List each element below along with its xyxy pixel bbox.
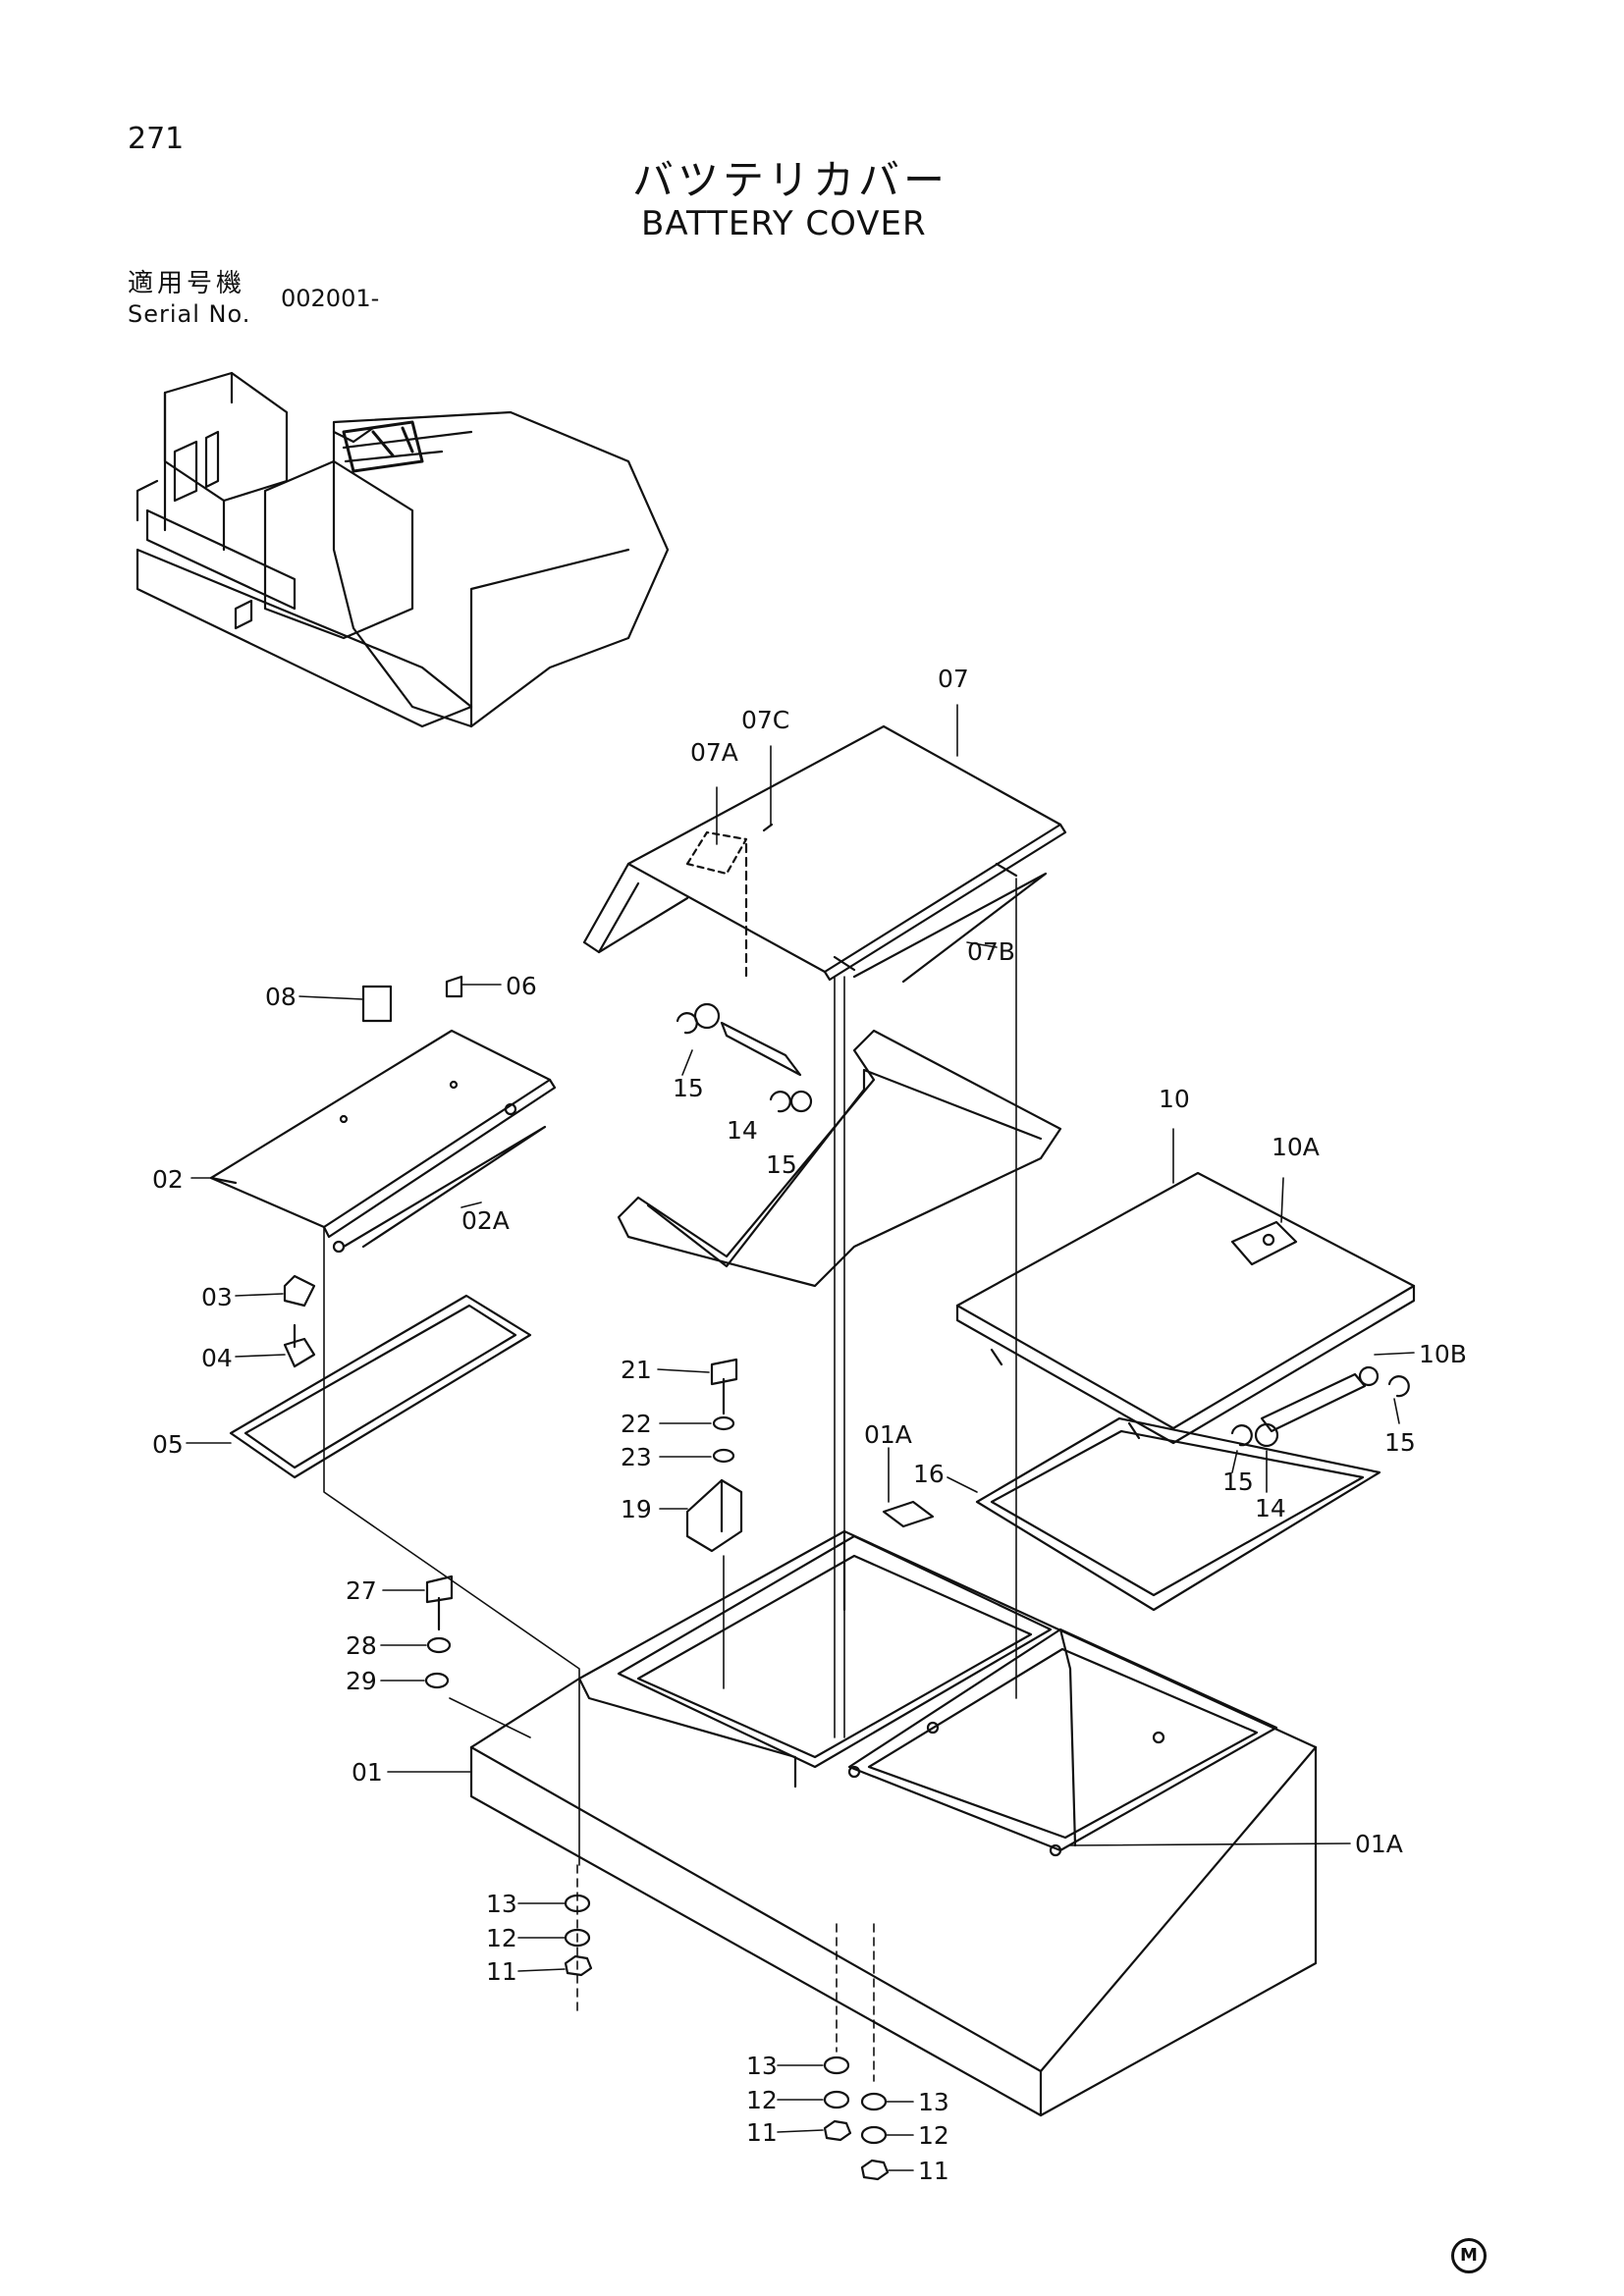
callout-11-c: 11: [918, 2157, 949, 2185]
callout-11-a: 11: [486, 1957, 517, 1986]
top-cover-07: [582, 724, 1067, 984]
callout-text: 07 07C 07A 07B 08 06 15 14 15 02 02A 10 …: [152, 665, 1467, 2185]
nut-washer-group-bottom: [823, 2056, 890, 2181]
callout-10B: 10B: [1419, 1340, 1467, 1368]
serial-label-english: Serial No.: [128, 300, 251, 328]
page-number: 271: [128, 122, 185, 156]
callout-15-right: 15: [1384, 1428, 1416, 1457]
callout-labels: [186, 704, 1415, 2171]
callout-29: 29: [346, 1667, 377, 1695]
callout-10: 10: [1159, 1085, 1190, 1113]
serial-label-japanese: 適用号機: [128, 269, 246, 298]
callout-28: 28: [346, 1631, 377, 1660]
callout-05: 05: [152, 1430, 184, 1459]
bracket-19-and-bolts: [685, 1358, 743, 1553]
bolt-and-washers-27-29: [424, 1575, 454, 1689]
maker-mark-logo: M: [1451, 2238, 1487, 2273]
callout-15-left: 15: [673, 1074, 704, 1102]
callout-07B: 07B: [967, 937, 1015, 966]
callout-16: 16: [913, 1460, 945, 1488]
callout-02: 02: [152, 1165, 184, 1194]
callout-07C: 07C: [741, 706, 789, 734]
machine-overview-illustration: [135, 371, 670, 728]
callout-27: 27: [346, 1576, 377, 1605]
callout-01A-right: 01A: [1355, 1830, 1403, 1858]
callout-06: 06: [506, 972, 537, 1000]
callout-14-left: 14: [727, 1116, 758, 1145]
side-cover-10: [955, 1171, 1416, 1445]
callout-14-right: 14: [1255, 1494, 1286, 1522]
callout-12-c: 12: [918, 2121, 949, 2150]
callout-15-mid: 15: [766, 1150, 797, 1179]
callout-01A-top: 01A: [864, 1420, 912, 1449]
callout-15-right-low: 15: [1222, 1468, 1254, 1496]
callout-21: 21: [621, 1356, 652, 1384]
callout-22: 22: [621, 1410, 652, 1438]
callout-01: 01: [352, 1758, 383, 1787]
callout-12-a: 12: [486, 1924, 517, 1952]
seal-ring-05: [229, 1294, 532, 1479]
gas-spring-assembly-left: [676, 1002, 813, 1113]
gas-spring-assembly-right: [1230, 1365, 1410, 1448]
callout-07A: 07A: [690, 738, 738, 767]
nut-washer-group-left: [564, 1894, 593, 1977]
title-japanese: バツテリカバー: [632, 156, 949, 204]
callout-12-b: 12: [746, 2086, 778, 2114]
battery-box-01: [469, 1500, 1318, 2117]
title-english: BATTERY COVER: [641, 204, 927, 243]
callout-13-b: 13: [746, 2052, 778, 2080]
callout-03: 03: [201, 1283, 233, 1311]
serial-number-value: 002001-: [281, 285, 380, 312]
callout-07: 07: [938, 665, 969, 693]
side-cover-02: [209, 975, 557, 1254]
callout-13-c: 13: [918, 2088, 949, 2116]
bracket-03-and-bolt-04: [283, 1274, 316, 1368]
callout-10A: 10A: [1272, 1133, 1320, 1161]
top-cover-seal-frame: [617, 1029, 1062, 1288]
assembly-lines: [323, 878, 1017, 2082]
callout-02A: 02A: [461, 1206, 510, 1235]
callout-08: 08: [265, 983, 297, 1011]
callout-23: 23: [621, 1443, 652, 1471]
callout-04: 04: [201, 1344, 233, 1372]
seal-ring-16: [975, 1416, 1381, 1612]
callout-11-b: 11: [746, 2118, 778, 2147]
callout-19: 19: [621, 1495, 652, 1523]
callout-13-a: 13: [486, 1890, 517, 1918]
